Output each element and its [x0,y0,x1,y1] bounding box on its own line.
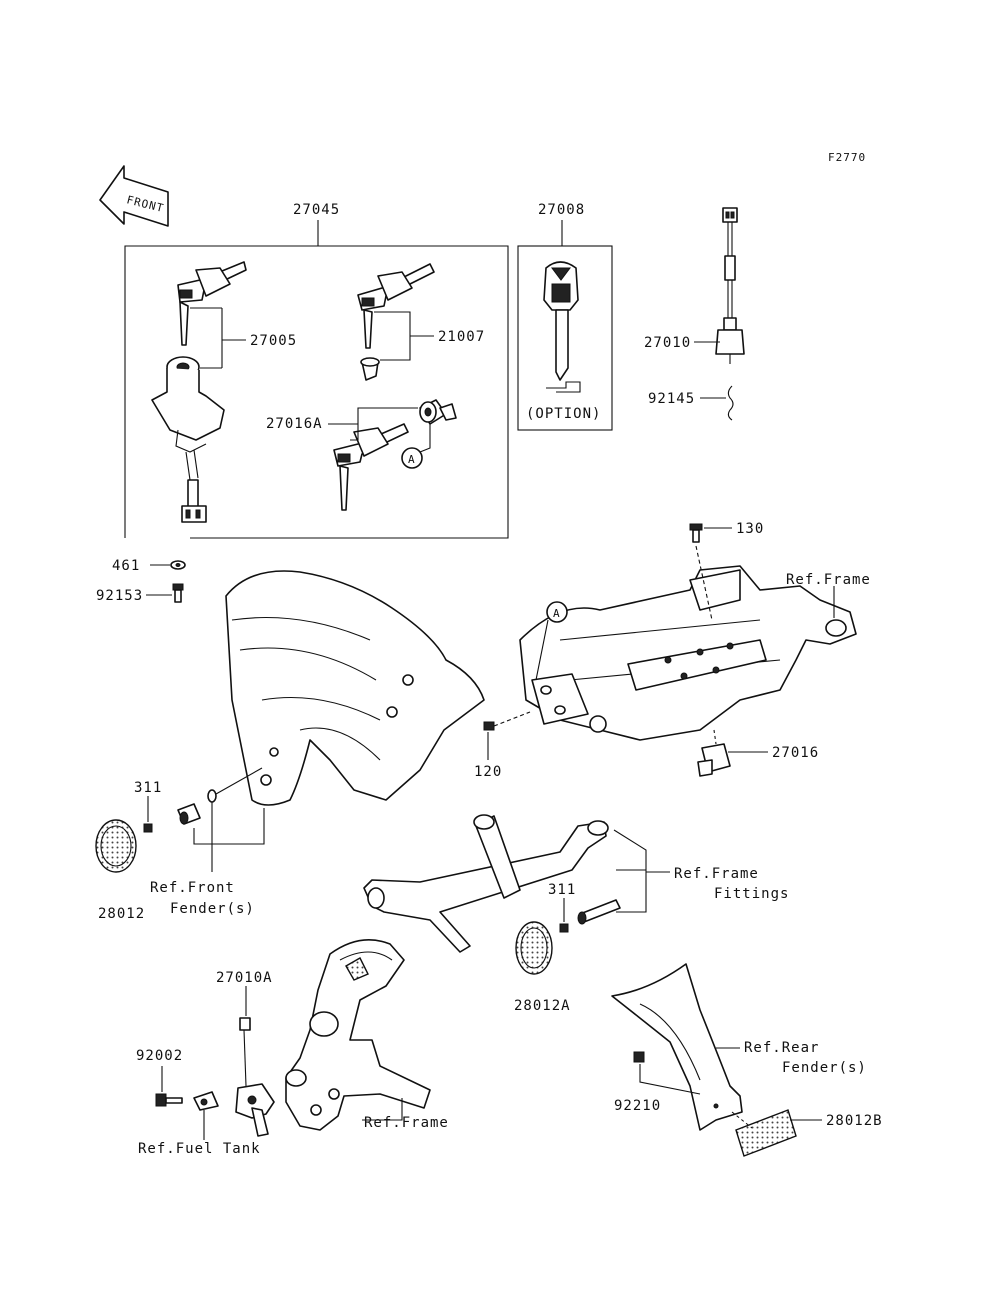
label-28012B: 28012B [826,1113,883,1129]
label-21007: 21007 [438,329,485,345]
spring-92145-icon [727,385,734,421]
nut-92210-icon [633,1051,645,1063]
label-92210: 92210 [614,1098,661,1114]
label-27016A: 27016A [266,416,323,432]
label-ref-frame-bottom: Ref.Frame [364,1115,449,1131]
nut-311-right-icon [559,923,569,933]
label-27016: 27016 [772,745,819,761]
label-28012: 28012 [98,906,145,922]
label-ref-rear-fender-2: Fender(s) [782,1060,867,1076]
label-27045: 27045 [293,202,340,218]
rear-fender-icon [611,963,743,1131]
label-ref-fuel-tank: Ref.Fuel Tank [138,1141,261,1157]
bolt-92153-icon [172,583,184,603]
spacer-icon [177,803,201,825]
bolt-92002-icon [155,1093,183,1107]
callout-a-lower-label: A [553,607,561,620]
washer-461-icon [170,560,186,570]
callout-a-lower [546,601,568,623]
label-27008: 27008 [538,202,585,218]
assembly-27045: 27045 [124,202,509,539]
key-set-left-icon [177,261,247,346]
switch-27010-icon [715,207,745,364]
side-stand-switch-icon [235,1017,275,1137]
nut-311-left-icon [143,823,153,833]
label-ref-frame-fittings-1: Ref.Frame [674,866,759,882]
front-arrow-icon: FRONT [99,165,169,227]
label-ref-front-fender-1: Ref.Front [150,880,235,896]
label-27005: 27005 [250,333,297,349]
ignition-switch-icon [151,356,225,523]
label-92153: 92153 [96,588,143,604]
label-option: (OPTION) [526,406,601,422]
option-key-27008: 27008 (OPTION) [517,202,613,431]
figure-code: F2770 [828,151,866,164]
bolt-120-icon [483,711,531,731]
label-92002: 92002 [136,1048,183,1064]
reflector-28012B-icon [735,1109,797,1157]
frame-bracket-icon [519,565,857,741]
lower-frame-icon [285,938,431,1131]
label-120: 120 [474,764,502,780]
washer-icon [207,789,217,803]
bolt-frame-fittings-icon [577,899,621,925]
seat-lock-27016-icon [697,729,731,777]
label-27010: 27010 [644,335,691,351]
callout-a-upper-label: A [408,453,416,466]
frame-fittings-icon [363,814,609,953]
reflector-28012A-icon [515,921,553,975]
key-set-right-icon [357,263,435,349]
label-ref-rear-fender-1: Ref.Rear [744,1040,819,1056]
callout-a-upper [401,447,423,469]
bracket-fuel-tank-icon [193,1091,219,1111]
kawasaki-key-icon [543,261,581,393]
label-28012A: 28012A [514,998,571,1014]
label-311-left: 311 [134,780,162,796]
label-461: 461 [112,558,140,574]
label-ref-front-fender-2: Fender(s) [170,901,255,917]
label-92145: 92145 [648,391,695,407]
reflector-28012-icon [95,819,137,873]
front-fender-icon [225,570,485,806]
key-set-lower-icon [333,423,409,511]
bolt-130-icon [689,523,703,543]
label-ref-frame-top: Ref.Frame [786,572,871,588]
label-ref-frame-fittings-2: Fittings [714,886,789,902]
label-130: 130 [736,521,764,537]
label-311-right: 311 [548,882,576,898]
label-27010A: 27010A [216,970,273,986]
seat-lock-icon [419,399,457,425]
screw-icon [360,357,380,381]
